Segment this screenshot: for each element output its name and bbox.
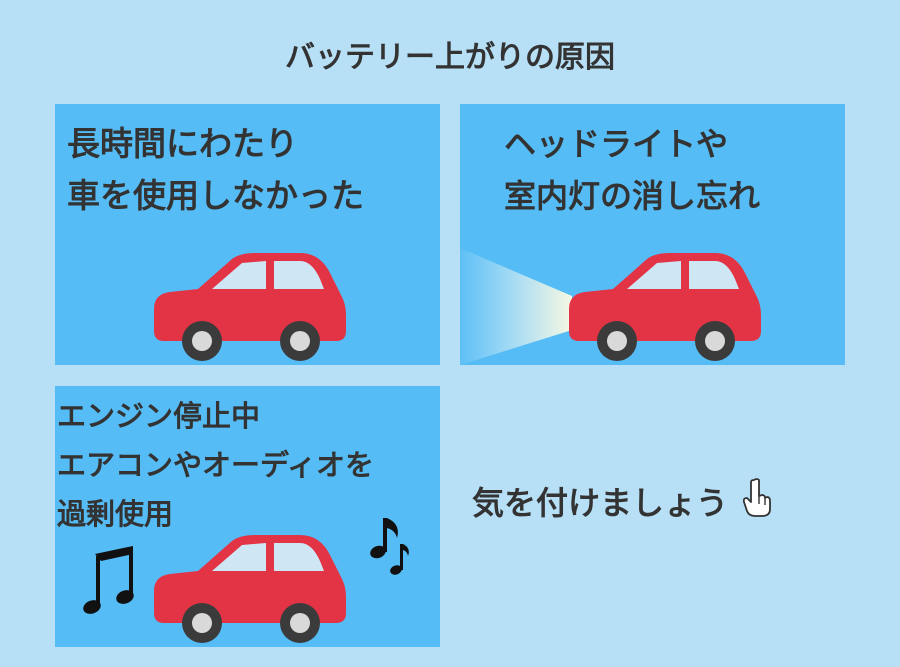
panel-text-line: 室内灯の消し忘れ: [504, 177, 761, 215]
panel-text-line: ヘッドライトや: [504, 125, 729, 163]
headlight-beam-icon: [460, 248, 572, 365]
cause-panel-accessories: エンジン停止中 エアコンやオーディオを 過剰使用: [55, 386, 440, 647]
car-icon: [154, 253, 346, 361]
panel-text: ヘッドライトや 室内灯の消し忘れ: [504, 118, 760, 222]
panel-text: 長時間にわたり 車を使用しなかった: [67, 118, 364, 222]
panel-text-line: 長時間にわたり: [67, 124, 298, 163]
panel-text-line: エアコンやオーディオを: [57, 448, 374, 482]
cause-panel-headlight: ヘッドライトや 室内灯の消し忘れ: [460, 104, 845, 365]
page-title: バッテリー上がりの原因: [285, 40, 615, 75]
closing-message: 気を付けましょう: [472, 478, 772, 524]
pointing-finger-icon: [743, 478, 772, 517]
music-note-icon: [83, 546, 134, 614]
panel-text-line: エンジン停止中: [57, 399, 261, 433]
music-note-icon: [370, 518, 409, 575]
panel-text: エンジン停止中 エアコンやオーディオを 過剰使用: [57, 392, 374, 539]
closing-text: 気を付けましょう: [472, 484, 729, 522]
cause-panel-long-idle: 長時間にわたり 車を使用しなかった: [55, 104, 440, 365]
panel-text-line: 車を使用しなかった: [67, 176, 364, 215]
car-icon: [154, 535, 346, 643]
car-icon: [569, 253, 761, 361]
panel-text-line: 過剰使用: [57, 497, 174, 531]
